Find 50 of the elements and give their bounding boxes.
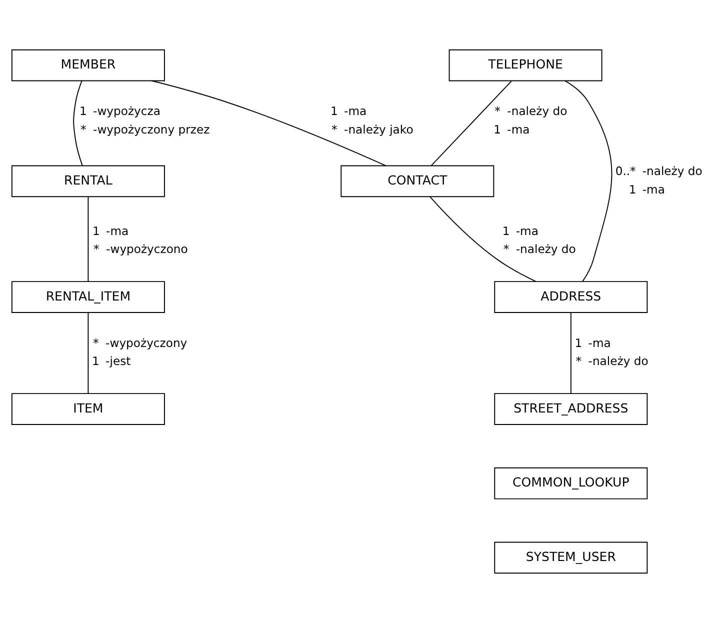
label: -należy jako <box>344 122 414 136</box>
node-box: ITEM <box>11 392 165 424</box>
label: 1 <box>92 354 100 368</box>
node-box: TELEPHONE <box>448 48 602 81</box>
node-box: STREET_ADDRESS <box>494 392 648 424</box>
label: 1 <box>628 182 636 196</box>
label: -ma <box>516 223 538 238</box>
label: 1 <box>330 104 338 118</box>
label: -należy do <box>516 242 576 256</box>
label: -ma <box>106 223 129 238</box>
label: 1 <box>502 223 510 238</box>
label: -należy do <box>642 163 702 178</box>
label: -ma <box>642 182 665 196</box>
label: -wypożycza <box>93 104 160 118</box>
node-box: COMMON_LOOKUP <box>494 466 648 499</box>
label: 0..* <box>615 163 636 178</box>
label: -wypożyczony <box>106 335 188 350</box>
node-box: RENTAL_ITEM <box>11 280 165 312</box>
label: 1 <box>494 122 502 136</box>
connector <box>570 312 572 394</box>
label: * <box>576 354 582 368</box>
connector <box>430 80 512 166</box>
label: -wypożyczono <box>106 242 188 256</box>
connector <box>88 196 89 282</box>
label: -jest <box>106 354 131 368</box>
node-box: ADDRESS <box>494 280 648 312</box>
label: -należy do <box>507 104 568 118</box>
node-box: RENTAL <box>11 164 165 197</box>
connector <box>151 80 386 166</box>
label: -ma <box>507 122 530 136</box>
label: * <box>94 242 100 256</box>
label: -należy do <box>588 354 648 368</box>
node-box: CONTACT <box>340 164 494 197</box>
connector <box>88 312 89 394</box>
label: -ma <box>344 104 367 118</box>
label: 1 <box>80 104 87 118</box>
label: * <box>331 122 338 136</box>
label: 1 <box>574 335 582 350</box>
label: -ma <box>588 335 611 350</box>
node-box: SYSTEM_USER <box>494 541 648 574</box>
connector <box>73 80 83 166</box>
label: * <box>494 104 500 118</box>
connector <box>564 80 612 282</box>
label: * <box>80 122 86 136</box>
label: -wypożyczony przez <box>93 122 210 136</box>
label: 1 <box>92 223 100 238</box>
label: * <box>93 335 99 350</box>
connector <box>430 196 536 282</box>
label: * <box>503 242 510 256</box>
node-box: MEMBER <box>11 48 165 81</box>
